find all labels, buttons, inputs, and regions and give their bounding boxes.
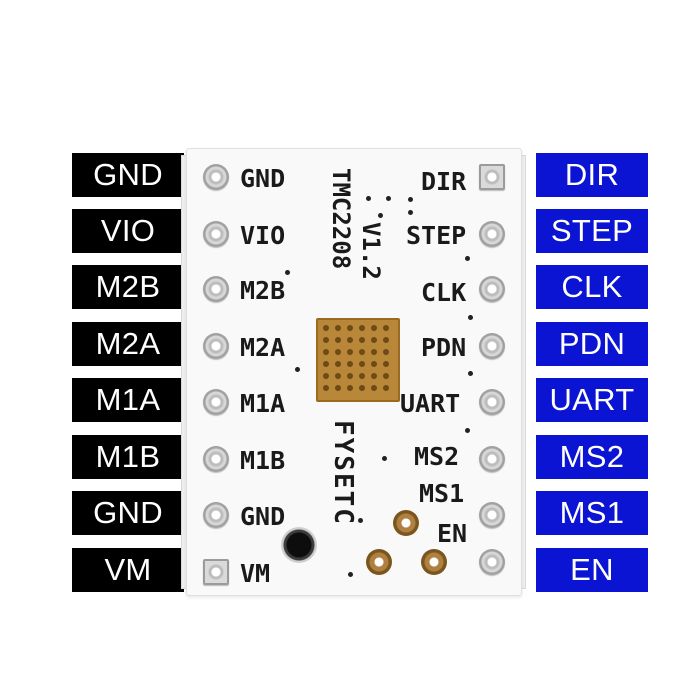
left-pin-label: GND xyxy=(72,491,184,535)
via-dot xyxy=(386,196,391,201)
right-pin-label: PDN xyxy=(536,322,648,366)
left-pin-pad xyxy=(203,333,229,359)
via-dot xyxy=(295,367,300,372)
brand-text: FYSETC xyxy=(328,420,358,526)
right-pin-label: MS1 xyxy=(536,491,648,535)
left-pin-label: M1A xyxy=(72,378,184,422)
silk-left: GND xyxy=(240,164,286,193)
via-dot xyxy=(285,270,290,275)
jumper-pad xyxy=(393,510,419,536)
silk-left: M2A xyxy=(240,333,286,362)
via-dot xyxy=(468,315,473,320)
silk-right: MS2 xyxy=(414,442,460,471)
right-pin-label: MS2 xyxy=(536,435,648,479)
version-text: V1.2 xyxy=(357,222,385,280)
silk-left: M2B xyxy=(240,276,286,305)
silk-en: EN xyxy=(437,519,468,548)
right-pin-pad xyxy=(479,502,505,528)
via-dot xyxy=(468,371,473,376)
right-pin-pad xyxy=(479,276,505,302)
silk-left: VIO xyxy=(240,221,286,250)
right-pin-pad xyxy=(479,333,505,359)
silk-right: PDN xyxy=(421,333,467,362)
via-dot xyxy=(366,196,371,201)
right-pin-pad xyxy=(479,549,505,575)
left-pin-label: M2B xyxy=(72,265,184,309)
silk-left: VM xyxy=(240,559,271,588)
left-pin-pad xyxy=(203,446,229,472)
left-pin-label: GND xyxy=(72,153,184,197)
right-pin-pad xyxy=(479,389,505,415)
right-pin-pad xyxy=(479,221,505,247)
right-pin-label: DIR xyxy=(536,153,648,197)
left-pin-pad-square xyxy=(203,559,229,585)
silk-right: DIR xyxy=(421,167,467,196)
jumper-pad xyxy=(421,549,447,575)
silk-ms1: MS1 xyxy=(419,479,465,508)
via-dot xyxy=(348,572,353,577)
right-pin-label: CLK xyxy=(536,265,648,309)
silk-right: CLK xyxy=(421,278,467,307)
left-pin-label: M1B xyxy=(72,435,184,479)
mounting-hole xyxy=(281,527,317,563)
chip-name-text: TMC2208 xyxy=(327,168,355,270)
left-pin-label: M2A xyxy=(72,322,184,366)
jumper-pad xyxy=(366,549,392,575)
right-pin-pad xyxy=(479,446,505,472)
via-dot xyxy=(378,213,383,218)
via-dot xyxy=(358,518,363,523)
left-pin-label: VM xyxy=(72,548,184,592)
silk-left: M1B xyxy=(240,446,286,475)
via-dot xyxy=(382,456,387,461)
via-dot xyxy=(465,256,470,261)
silk-left: M1A xyxy=(240,389,286,418)
left-pin-pad xyxy=(203,389,229,415)
via-dot xyxy=(465,428,470,433)
right-pin-pad-square xyxy=(479,164,505,190)
left-pin-pad xyxy=(203,276,229,302)
right-pin-label: STEP xyxy=(536,209,648,253)
right-pin-label: UART xyxy=(536,378,648,422)
silk-left: GND xyxy=(240,502,286,531)
left-pin-pad xyxy=(203,164,229,190)
thermal-pad xyxy=(316,318,400,402)
silk-right: STEP xyxy=(406,221,467,250)
left-pin-pad xyxy=(203,502,229,528)
right-pin-label: EN xyxy=(536,548,648,592)
silk-right: UART xyxy=(400,389,461,418)
left-pin-pad xyxy=(203,221,229,247)
via-dot xyxy=(408,210,413,215)
via-dot xyxy=(408,197,413,202)
left-pin-label: VIO xyxy=(72,209,184,253)
